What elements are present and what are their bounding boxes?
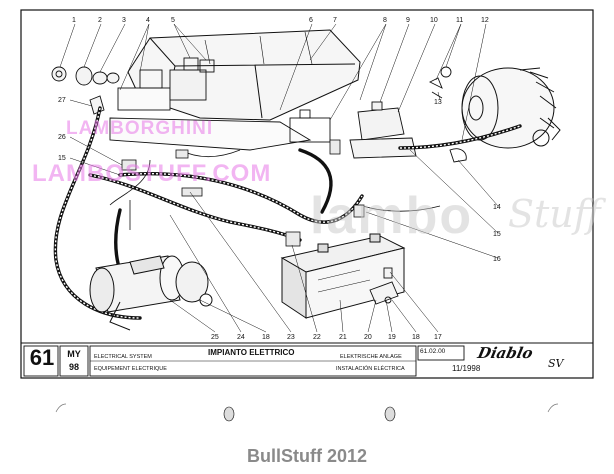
watermark-lamborghini: LAMBORGHINI (66, 118, 214, 139)
callout-15-right: 15 (493, 231, 501, 238)
wiring-harness-highlight (54, 107, 521, 319)
callout-20: 20 (364, 334, 372, 341)
callout-21: 21 (339, 334, 347, 341)
left-small-parts (51, 66, 120, 115)
callout-18: 18 (412, 334, 420, 341)
leader-lines (59, 23, 499, 333)
callout-5: 5 (171, 17, 175, 24)
diablo-logo: Diablo (476, 344, 535, 362)
callout-17: 17 (434, 334, 442, 341)
starter-motor (89, 255, 213, 331)
callout-14: 14 (493, 204, 501, 211)
part-code: 61.02.00 (420, 348, 446, 355)
binder-holes (223, 406, 396, 422)
callout-27: 27 (58, 97, 66, 104)
callout-18-bottom: 18 (262, 334, 270, 341)
diagram-frame (20, 9, 594, 379)
callout-2: 2 (98, 17, 102, 24)
callout-24: 24 (237, 334, 245, 341)
callout-13: 13 (434, 99, 442, 106)
title-french: EQUIPEMENT ELECTRIQUE (94, 366, 167, 372)
callout-12: 12 (481, 17, 489, 24)
revision-date: 11/1998 (452, 364, 481, 373)
callout-22: 22 (313, 334, 321, 341)
battery-clamp (369, 267, 399, 305)
model-label: MY (67, 349, 81, 359)
ignition-module (349, 101, 417, 159)
callout-9: 9 (406, 17, 410, 24)
callout-16: 16 (493, 256, 501, 263)
callout-15-left: 15 (58, 155, 66, 162)
alternator (461, 67, 561, 149)
callout-numbers: 1 2 3 4 5 6 7 8 9 10 11 12 13 14 15 16 1… (58, 17, 501, 341)
title-english: ELECTRICAL SYSTEM (94, 354, 152, 360)
page-number: 61 (29, 345, 55, 370)
callout-7: 7 (333, 17, 337, 24)
callout-19: 19 (388, 334, 396, 341)
footer-credit: BullStuff 2012 (246, 446, 368, 466)
terminal-parts (428, 66, 467, 163)
sv-logo: SV (548, 357, 564, 370)
battery (280, 233, 406, 319)
callout-11: 11 (456, 17, 463, 24)
callout-4: 4 (146, 17, 150, 24)
callout-3: 3 (122, 17, 126, 24)
callout-8: 8 (383, 17, 387, 24)
callout-1: 1 (72, 17, 76, 24)
title-italian: IMPIANTO ELETTRICO (208, 348, 295, 357)
title-block (23, 345, 465, 377)
callout-23: 23 (287, 334, 295, 341)
title-spanish: INSTALACIÓN ELÉCTRICA (336, 366, 405, 372)
watermark-lambo: lambo (310, 187, 474, 245)
callout-25: 25 (211, 334, 219, 341)
model-year: 98 (68, 362, 79, 372)
title-german: ELEKTRISCHE ANLAGE (340, 354, 402, 360)
relay-bracket (109, 57, 331, 151)
page-corner-marks (55, 403, 559, 413)
watermark-lambostuff: LAMBOSTUFF.COM (32, 160, 272, 187)
connectors (121, 139, 365, 247)
callout-10: 10 (430, 17, 438, 24)
callout-6: 6 (309, 17, 313, 24)
watermark-stuff-script: Stuff (508, 192, 601, 236)
callout-26: 26 (58, 134, 66, 141)
